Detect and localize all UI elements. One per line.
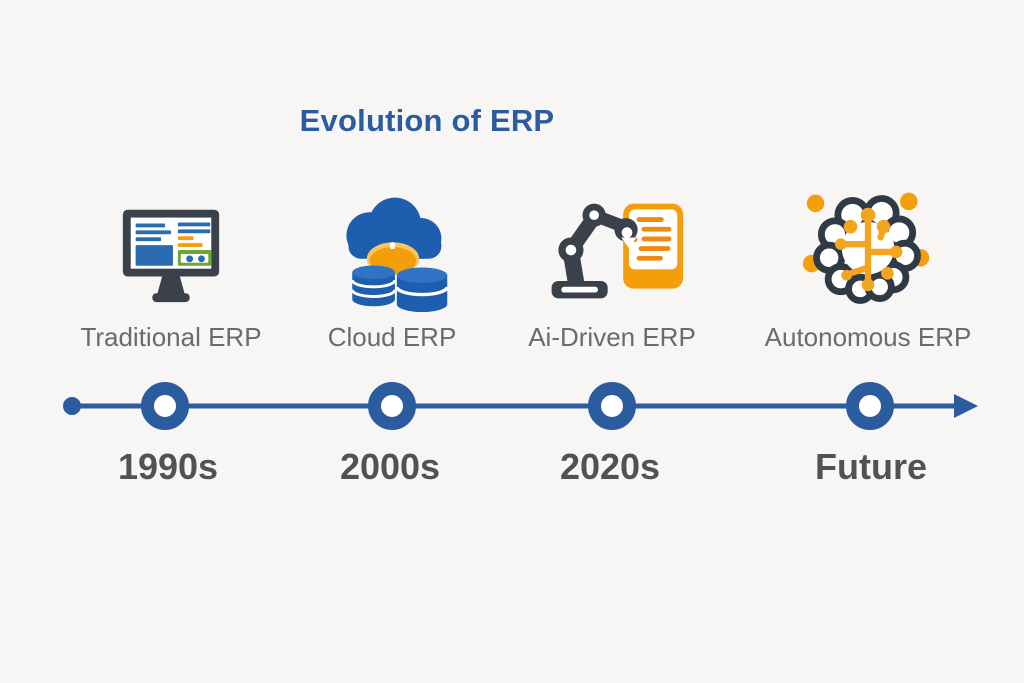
cloud-database-icon [329, 180, 455, 320]
timeline-node-1990s [141, 382, 189, 430]
timeline-arrow-icon [954, 394, 978, 418]
timeline-node-2020s [588, 382, 636, 430]
stage-label: Traditional ERP [80, 322, 262, 352]
year-label: 2020s [559, 446, 661, 487]
timeline-start-dot [63, 397, 81, 415]
timeline [63, 382, 978, 430]
timeline-node-future [846, 382, 894, 430]
year-label: 2000s [339, 446, 441, 487]
year-label: Future [815, 446, 927, 487]
stage-cloud-erp: Cloud ERP [277, 180, 507, 353]
page-title: Evolution of ERP [299, 103, 555, 138]
timeline-node-2000s [368, 382, 416, 430]
stage-ai-driven-erp: Ai-Driven ERP [497, 180, 727, 353]
stage-autonomous-erp: Autonomous ERP [753, 180, 983, 353]
stage-label: Autonomous ERP [764, 322, 972, 352]
stage-label: Ai-Driven ERP [528, 322, 696, 352]
stage-traditional-erp: Traditional ERP [56, 180, 286, 353]
year-label: 1990s [117, 446, 219, 487]
stage-label: Cloud ERP [327, 322, 457, 352]
brain-circuit-icon [800, 180, 936, 320]
robot-arm-document-icon [540, 180, 685, 320]
monitor-icon [107, 180, 235, 320]
